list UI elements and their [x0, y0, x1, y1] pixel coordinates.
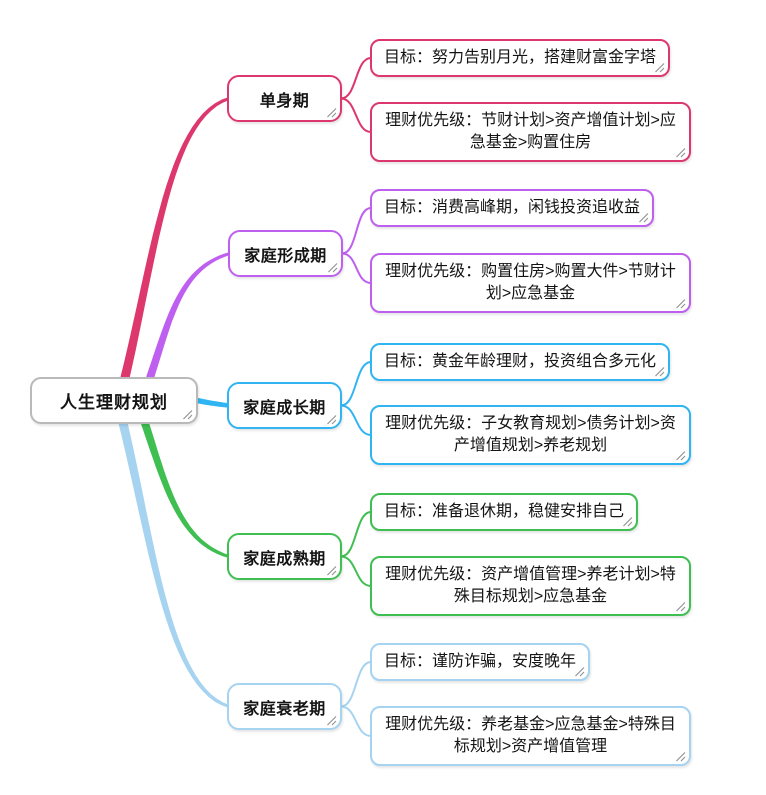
leaf-node-goal[interactable]: 目标：谨防诈骗，安度晚年 [370, 643, 591, 681]
root-node[interactable]: 人生理财规划 [30, 377, 198, 424]
leaf-label: 目标：黄金年龄理财，投资组合多元化 [384, 353, 657, 370]
leaf-node-priority[interactable]: 理财优先级：节财计划>资产增值计划>应急基金>购置住房 [370, 102, 691, 162]
resize-handle-icon[interactable] [326, 414, 337, 425]
leaf-node-priority[interactable]: 理财优先级：资产增值管理>养老计划>特殊目标规划>应急基金 [370, 556, 691, 616]
resize-handle-icon[interactable] [326, 565, 337, 576]
resize-handle-icon[interactable] [638, 212, 649, 223]
leaf-label: 目标：准备退休期，稳健安排自己 [384, 503, 625, 520]
resize-handle-icon[interactable] [675, 601, 686, 612]
resize-handle-icon[interactable] [622, 516, 633, 527]
resize-handle-icon[interactable] [326, 107, 337, 118]
branch-label: 家庭衰老期 [243, 700, 326, 718]
leaf-node-goal[interactable]: 目标：努力告别月光，搭建财富金字塔 [370, 39, 671, 77]
leaf-node-goal[interactable]: 目标：消费高峰期，闲钱投资追收益 [370, 189, 655, 227]
leaf-node-goal[interactable]: 目标：准备退休期，稳健安排自己 [370, 493, 639, 531]
leaf-label: 理财优先级：节财计划>资产增值计划>应急基金>购置住房 [385, 112, 676, 151]
resize-handle-icon[interactable] [654, 366, 665, 377]
leaf-node-priority[interactable]: 理财优先级：子女教育规划>债务计划>资产增值规划>养老规划 [370, 405, 691, 465]
resize-handle-icon[interactable] [675, 147, 686, 158]
resize-handle-icon[interactable] [654, 62, 665, 73]
branch-node-family-formation[interactable]: 家庭形成期 [228, 230, 343, 277]
resize-handle-icon[interactable] [675, 450, 686, 461]
leaf-label: 理财优先级：养老基金>应急基金>特殊目标规划>资产增值管理 [385, 716, 676, 755]
branch-node-family-maturity[interactable]: 家庭成熟期 [227, 533, 342, 580]
branch-node-family-aging[interactable]: 家庭衰老期 [227, 683, 342, 730]
leaf-label: 目标：努力告别月光，搭建财富金字塔 [384, 49, 657, 66]
leaf-node-priority[interactable]: 理财优先级：购置住房>购置大件>节财计划>应急基金 [370, 253, 691, 313]
leaf-label: 理财优先级：资产增值管理>养老计划>特殊目标规划>应急基金 [385, 566, 676, 605]
resize-handle-icon[interactable] [182, 409, 193, 420]
leaf-label: 理财优先级：购置住房>购置大件>节财计划>应急基金 [385, 263, 676, 302]
resize-handle-icon[interactable] [574, 666, 585, 677]
branch-node-family-growth[interactable]: 家庭成长期 [227, 382, 342, 429]
leaf-label: 目标：消费高峰期，闲钱投资追收益 [384, 199, 641, 216]
branch-label: 家庭形成期 [244, 247, 327, 265]
branch-label: 家庭成长期 [243, 399, 326, 417]
resize-handle-icon[interactable] [675, 298, 686, 309]
leaf-label: 目标：谨防诈骗，安度晚年 [384, 653, 577, 670]
leaf-label: 理财优先级：子女教育规划>债务计划>资产增值规划>养老规划 [385, 415, 676, 454]
root-label: 人生理财规划 [60, 393, 168, 412]
resize-handle-icon[interactable] [675, 751, 686, 762]
branch-label: 家庭成熟期 [243, 550, 326, 568]
branch-label: 单身期 [259, 92, 310, 110]
leaf-node-priority[interactable]: 理财优先级：养老基金>应急基金>特殊目标规划>资产增值管理 [370, 706, 691, 766]
branch-node-single-period[interactable]: 单身期 [227, 75, 342, 122]
resize-handle-icon[interactable] [326, 715, 337, 726]
leaf-node-goal[interactable]: 目标：黄金年龄理财，投资组合多元化 [370, 343, 671, 381]
resize-handle-icon[interactable] [327, 262, 338, 273]
